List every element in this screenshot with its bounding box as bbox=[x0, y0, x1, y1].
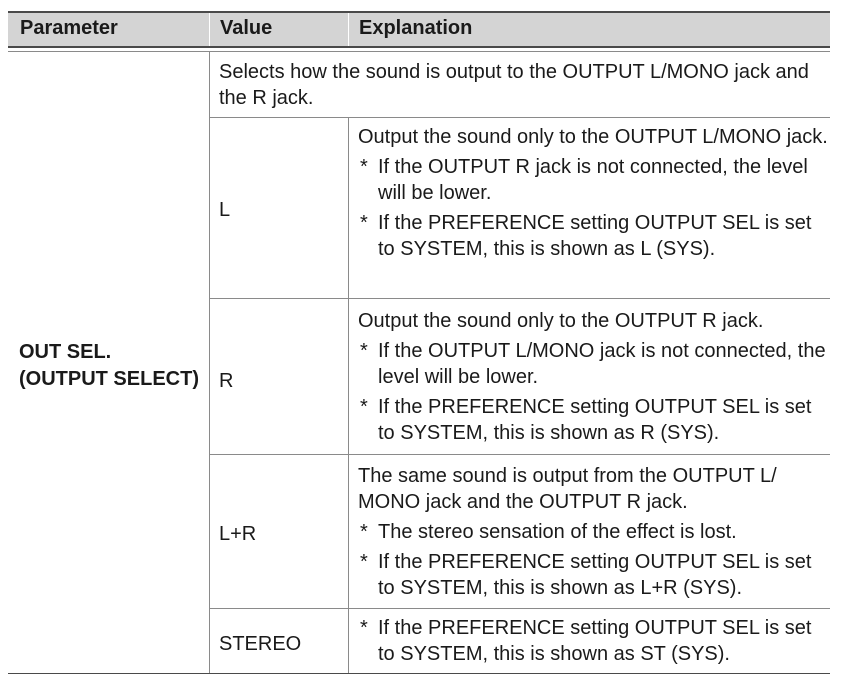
header-value: Value bbox=[209, 11, 348, 46]
header-top-rule bbox=[8, 11, 830, 13]
explanation-l-plus-r-description: The same sound is output from the OUTPUT… bbox=[358, 465, 777, 513]
note-text: The stereo sensation of the effect is lo… bbox=[378, 521, 737, 543]
parameter-name: OUT SEL. (OUTPUT SELECT) bbox=[19, 339, 199, 393]
note-marker: * bbox=[360, 340, 368, 362]
row-divider-l bbox=[209, 298, 830, 299]
note-text: If the PREFERENCE setting OUTPUT SEL is … bbox=[378, 551, 812, 599]
explanation-l: Output the sound only to the OUTPUT L/MO… bbox=[358, 124, 828, 262]
note-marker: * bbox=[360, 617, 368, 639]
table-bottom-rule bbox=[8, 673, 830, 674]
explanation-r-note-2: * If the PREFERENCE setting OUTPUT SEL i… bbox=[358, 394, 828, 446]
explanation-r: Output the sound only to the OUTPUT R ja… bbox=[358, 308, 828, 446]
note-text: If the OUTPUT R jack is not connected, t… bbox=[378, 156, 808, 204]
note-marker: * bbox=[360, 521, 368, 543]
explanation-l-plus-r-note-1: * The stereo sensation of the effect is … bbox=[358, 519, 828, 545]
explanation-l-plus-r: The same sound is output from the OUTPUT… bbox=[358, 463, 828, 601]
row-divider-lr bbox=[209, 608, 830, 609]
column-divider-param bbox=[209, 52, 210, 674]
row-divider-r bbox=[209, 454, 830, 455]
header-divider-2 bbox=[348, 13, 349, 46]
explanation-l-note-1: * If the OUTPUT R jack is not connected,… bbox=[358, 154, 828, 206]
header-bottom-rule-thin bbox=[8, 51, 830, 52]
header-divider-1 bbox=[209, 13, 210, 46]
note-text: If the PREFERENCE setting OUTPUT SEL is … bbox=[378, 396, 812, 444]
explanation-stereo: * If the PREFERENCE setting OUTPUT SEL i… bbox=[358, 615, 828, 667]
explanation-stereo-note-1: * If the PREFERENCE setting OUTPUT SEL i… bbox=[358, 615, 828, 667]
value-l: L bbox=[219, 199, 231, 221]
note-marker: * bbox=[360, 156, 368, 178]
row-divider-intro bbox=[209, 117, 830, 118]
note-marker: * bbox=[360, 551, 368, 573]
parameter-intro: Selects how the sound is output to the O… bbox=[219, 61, 809, 109]
explanation-r-description: Output the sound only to the OUTPUT R ja… bbox=[358, 310, 764, 332]
note-text: If the OUTPUT L/MONO jack is not connect… bbox=[378, 340, 826, 388]
parameter-table: Parameter Value Explanation OUT SEL. (OU… bbox=[8, 11, 830, 674]
value-stereo: STEREO bbox=[219, 633, 302, 655]
column-divider-value bbox=[348, 117, 349, 674]
header-bottom-rule bbox=[8, 46, 830, 48]
note-marker: * bbox=[360, 212, 368, 234]
parameter-name-line2: (OUTPUT SELECT) bbox=[19, 368, 199, 390]
explanation-l-plus-r-note-2: * If the PREFERENCE setting OUTPUT SEL i… bbox=[358, 549, 828, 601]
note-text: If the PREFERENCE setting OUTPUT SEL is … bbox=[378, 617, 812, 665]
note-marker: * bbox=[360, 396, 368, 418]
value-r: R bbox=[219, 370, 234, 392]
header-explanation: Explanation bbox=[348, 11, 830, 46]
explanation-r-note-1: * If the OUTPUT L/MONO jack is not conne… bbox=[358, 338, 828, 390]
explanation-l-description: Output the sound only to the OUTPUT L/MO… bbox=[358, 126, 828, 148]
note-text: If the PREFERENCE setting OUTPUT SEL is … bbox=[378, 212, 812, 260]
parameter-name-line1: OUT SEL. bbox=[19, 341, 112, 363]
explanation-l-note-2: * If the PREFERENCE setting OUTPUT SEL i… bbox=[358, 210, 828, 262]
value-l-plus-r: L+R bbox=[219, 523, 257, 545]
header-parameter: Parameter bbox=[8, 11, 209, 46]
